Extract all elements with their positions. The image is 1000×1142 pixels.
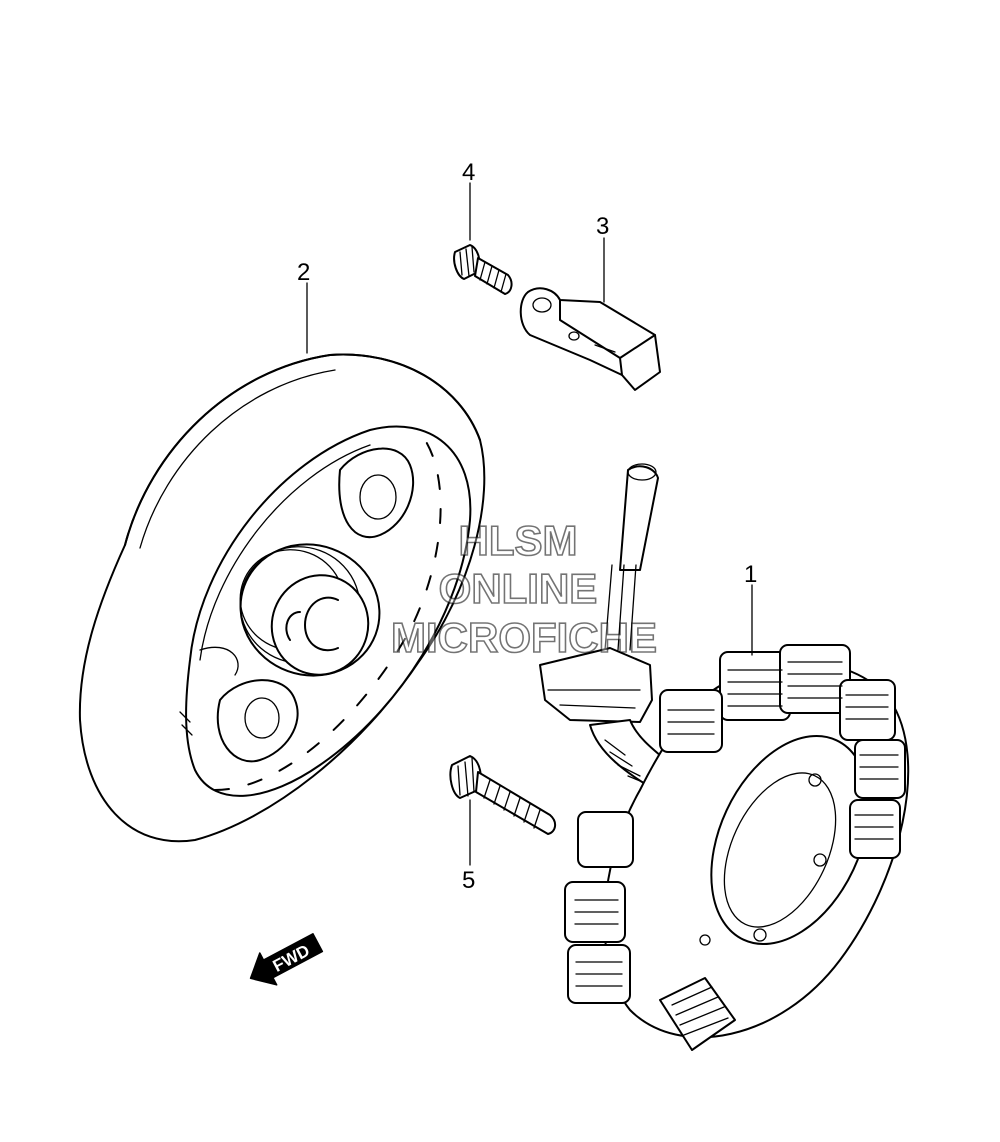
stator-coil-poles [564,644,906,1004]
callout-part-4: 4 [462,159,475,186]
watermark: HLSM ONLINE MICROFICHE [390,516,658,662]
rotor-flywheel [78,353,486,843]
watermark-line-3: MICROFICHE [391,614,657,661]
leader-lines [306,182,753,866]
watermark-line-2: ONLINE [439,565,598,612]
forward-direction-arrow: FWD [249,933,324,986]
watermark-line-1: HLSM [459,517,578,564]
callout-part-1: 1 [744,561,757,588]
callout-part-2: 2 [297,259,310,286]
callout-part-3: 3 [596,213,609,240]
bolt-part-5 [449,755,556,835]
callout-part-5: 5 [462,867,475,894]
bracket-part-3 [519,287,661,391]
stator-part-1 [539,463,910,1051]
screw-part-4 [453,244,513,295]
